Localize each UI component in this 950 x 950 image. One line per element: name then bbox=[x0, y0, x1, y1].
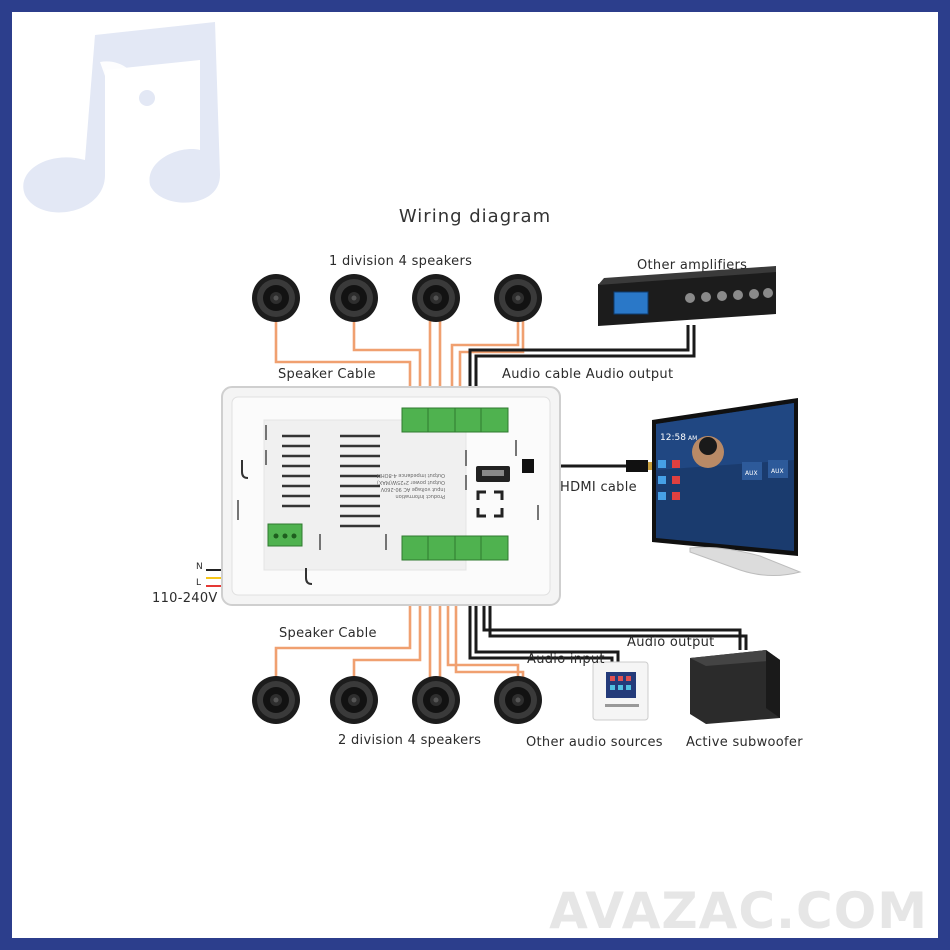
qr-mark bbox=[476, 490, 504, 518]
label-terminal-n: N bbox=[196, 562, 204, 572]
ceiling-speaker-icon bbox=[412, 676, 460, 724]
amplifier-device bbox=[598, 266, 776, 326]
tv-ampm: AM bbox=[688, 435, 697, 442]
ceiling-speaker-icon bbox=[330, 274, 378, 322]
watermark: AVAZAC.COM bbox=[549, 882, 928, 940]
label-speaker-cable-bottom: Speaker Cable bbox=[279, 626, 377, 641]
label-other-audio-sources: Other audio sources bbox=[526, 735, 663, 750]
ceiling-speaker-icon bbox=[252, 676, 300, 724]
svg-text:Input voltage AC 90-260V: Input voltage AC 90-260V bbox=[380, 486, 445, 492]
svg-text:Product Information: Product Information bbox=[395, 493, 445, 499]
vent-grilles bbox=[282, 434, 380, 528]
music-note-logo-icon bbox=[23, 22, 220, 213]
control-panel: Product Information Input voltage AC 90-… bbox=[221, 386, 561, 606]
label-terminal-l: L bbox=[196, 578, 202, 588]
label-audio-input: Audio input bbox=[527, 652, 605, 667]
television: AUX AUX 12:58 AM bbox=[652, 398, 802, 576]
label-power-voltage: 110-240V bbox=[152, 591, 218, 606]
label-speaker-cable-top: Speaker Cable bbox=[278, 367, 376, 382]
label-audio-cable: Audio cable Audio output bbox=[502, 367, 674, 382]
label-group1: 1 division 4 speakers bbox=[329, 254, 473, 269]
diagram-title: Wiring diagram bbox=[398, 206, 552, 227]
label-other-amplifiers: Other amplifiers bbox=[637, 258, 748, 273]
tv-aux2: AUX bbox=[771, 468, 784, 475]
ceiling-speaker-icon bbox=[412, 274, 460, 322]
label-active-subwoofer: Active subwoofer bbox=[686, 735, 803, 750]
audio-source-panel bbox=[592, 661, 649, 721]
tv-time: 12:58 bbox=[660, 433, 686, 443]
label-group2: 2 division 4 speakers bbox=[338, 733, 482, 748]
ceiling-speaker-icon bbox=[330, 676, 378, 724]
tv-aux1: AUX bbox=[745, 470, 758, 477]
ceiling-speaker-icon bbox=[494, 676, 542, 724]
svg-text:Output impedance 4-8OHM: Output impedance 4-8OHM bbox=[377, 472, 445, 478]
svg-text:Output power 2*25W(MAX): Output power 2*25W(MAX) bbox=[377, 479, 445, 485]
label-audio-output: Audio output bbox=[627, 635, 715, 650]
ceiling-speaker-icon bbox=[494, 274, 542, 322]
ceiling-speaker-icon bbox=[252, 274, 300, 322]
subwoofer-device bbox=[690, 650, 780, 724]
label-hdmi-cable: HDMI cable bbox=[560, 480, 637, 495]
hdmi-cable-plug bbox=[522, 459, 656, 473]
terminal-blocks bbox=[267, 407, 509, 561]
